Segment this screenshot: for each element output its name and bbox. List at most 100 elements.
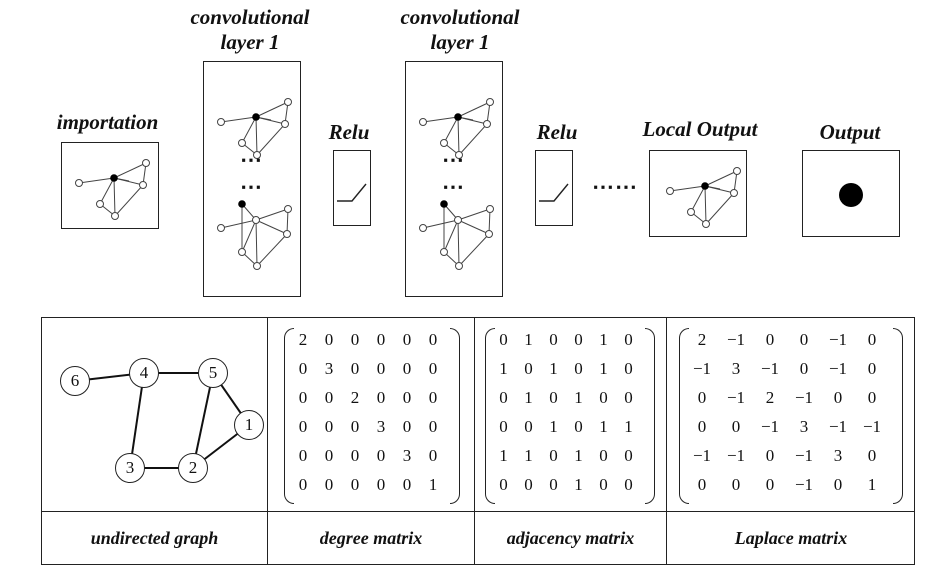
laplace-matrix-cell: 1 — [867, 475, 877, 494]
laplace-matrix-cell: −1 — [760, 417, 780, 436]
adjacency-matrix-cell: 0 — [524, 475, 533, 494]
degree-matrix-cell: 0 — [324, 330, 334, 349]
laplace-matrix-cell: −1 — [794, 388, 814, 407]
degree-matrix-cell: 2 — [298, 330, 308, 349]
adjacency-matrix-cell: 0 — [499, 388, 508, 407]
relu-b-label: Relu — [536, 120, 578, 144]
degree-matrix-cell: 1 — [428, 475, 438, 494]
degree-matrix-cell: 0 — [402, 330, 412, 349]
laplace-matrix-cell: −1 — [726, 446, 746, 465]
adjacency-matrix-cell: 0 — [549, 475, 558, 494]
graph-node-4: 4 — [129, 358, 159, 388]
laplace-matrix-cell: −1 — [828, 417, 848, 436]
conv-layer-1a-line1: convolutional — [190, 5, 310, 29]
laplace-matrix-cell: 0 — [833, 475, 843, 494]
adjacency-matrix-cell: 0 — [624, 330, 633, 349]
graph-icon-conv1b-bottom — [419, 199, 494, 270]
cell-undirected-graph: 6 4 5 1 3 2 — [42, 318, 268, 511]
degree-matrix-cell: 0 — [350, 359, 360, 378]
caption-laplace-matrix: Laplace matrix — [667, 511, 915, 565]
laplace-bracket-right — [893, 328, 903, 504]
laplace-matrix-cell: −1 — [726, 330, 746, 349]
degree-matrix-cell: 0 — [402, 417, 412, 436]
relu-b-box — [535, 150, 573, 226]
ellipsis-horizontal: ⋯⋯ — [592, 174, 638, 199]
adjacency-matrix-cell: 1 — [599, 359, 608, 378]
laplace-matrix-cell: 3 — [731, 359, 741, 378]
adjacency-matrix-cell: 0 — [524, 359, 533, 378]
adjacency-matrix-cell: 0 — [599, 475, 608, 494]
degree-matrix-cell: 0 — [428, 359, 438, 378]
adjacency-matrix-cell: 1 — [524, 446, 533, 465]
degree-matrix-cell: 3 — [376, 417, 386, 436]
relu-icon-a — [337, 183, 367, 202]
degree-matrix-cell: 0 — [428, 388, 438, 407]
degree-bracket-right — [450, 328, 460, 504]
degree-matrix-cell: 0 — [298, 359, 308, 378]
laplace-matrix-cell: −1 — [828, 359, 848, 378]
adjacency-matrix-cell: 0 — [549, 446, 558, 465]
degree-matrix-cell: 0 — [298, 475, 308, 494]
laplace-matrix-cell: −1 — [794, 446, 814, 465]
degree-matrix-cell: 0 — [298, 388, 308, 407]
degree-matrix-cell: 3 — [402, 446, 412, 465]
degree-matrix-cell: 3 — [324, 359, 334, 378]
laplace-matrix-cell: −1 — [760, 359, 780, 378]
adjacency-matrix-cell: 0 — [624, 359, 633, 378]
laplace-matrix-cell: 0 — [765, 330, 775, 349]
adjacency-matrix-cell: 1 — [549, 417, 558, 436]
laplace-matrix-cell: 0 — [697, 475, 707, 494]
conv-layer-1b-label: convolutional layer 1 — [380, 5, 540, 55]
adjacency-matrix-cell: 1 — [574, 475, 583, 494]
adjacency-matrix-cell: 1 — [524, 330, 533, 349]
laplace-matrix-cell: 0 — [833, 388, 843, 407]
adjacency-matrix-cell: 1 — [524, 388, 533, 407]
conv-layer-1a-box: ⋯ ⋯ — [203, 61, 301, 297]
adjacency-matrix-cell: 0 — [624, 388, 633, 407]
adjacency-matrix-cell: 1 — [499, 359, 508, 378]
degree-matrix-cell: 0 — [298, 446, 308, 465]
laplace-matrix-cell: −1 — [692, 359, 712, 378]
conv-layer-1b-box: ⋯ ⋯ — [405, 61, 503, 297]
laplace-matrix-cell: 2 — [697, 330, 707, 349]
degree-matrix-cell: 0 — [402, 359, 412, 378]
laplace-matrix-cell: −1 — [692, 446, 712, 465]
degree-matrix-cell: 0 — [324, 475, 334, 494]
graph-icon-conv1a-bottom — [217, 199, 292, 270]
caption-adjacency-matrix: adjacency matrix — [475, 511, 667, 565]
graph-node-2: 2 — [178, 453, 208, 483]
conv-layer-1b-line1: convolutional — [400, 5, 520, 29]
degree-matrix-cell: 0 — [428, 417, 438, 436]
laplace-matrix-cell: 3 — [833, 446, 843, 465]
adjacency-matrix-cell: 1 — [599, 417, 608, 436]
adjacency-matrix-cell: 1 — [574, 388, 583, 407]
laplace-matrix-cell: 0 — [799, 359, 809, 378]
adjacency-matrix-cell: 1 — [599, 330, 608, 349]
degree-matrix-cell: 0 — [298, 417, 308, 436]
importation-label: importation — [56, 110, 159, 134]
degree-matrix-cell: 0 — [402, 475, 412, 494]
degree-matrix-cell: 0 — [324, 417, 334, 436]
laplace-matrix-cell: 0 — [765, 475, 775, 494]
laplace-matrix-cell: 0 — [765, 446, 775, 465]
adjacency-matrix-cell: 0 — [599, 446, 608, 465]
degree-matrix-cell: 0 — [428, 446, 438, 465]
conv-layer-1b-line2: layer 1 — [430, 30, 490, 54]
laplace-matrix-cell: 0 — [697, 417, 707, 436]
graph-node-6: 6 — [60, 366, 90, 396]
laplace-matrix-cell: 0 — [697, 388, 707, 407]
adjacency-matrix-cell: 0 — [599, 388, 608, 407]
laplace-matrix-cell: 3 — [799, 417, 809, 436]
laplace-matrix-cell: 0 — [731, 417, 741, 436]
laplace-matrix-cell: 0 — [867, 330, 877, 349]
adjacency-matrix-cell: 0 — [574, 417, 583, 436]
output-box — [802, 150, 900, 237]
adjacency-matrix-cell: 0 — [499, 330, 508, 349]
ellipsis-conv1b-1: ⋯ — [442, 147, 465, 172]
adjacency-matrix-cell: 1 — [549, 359, 558, 378]
adjacency-bracket-right — [645, 328, 655, 504]
caption-undirected-graph: undirected graph — [42, 511, 268, 565]
local-output-label: Local Output — [642, 117, 758, 141]
degree-matrix-cell: 0 — [376, 475, 386, 494]
